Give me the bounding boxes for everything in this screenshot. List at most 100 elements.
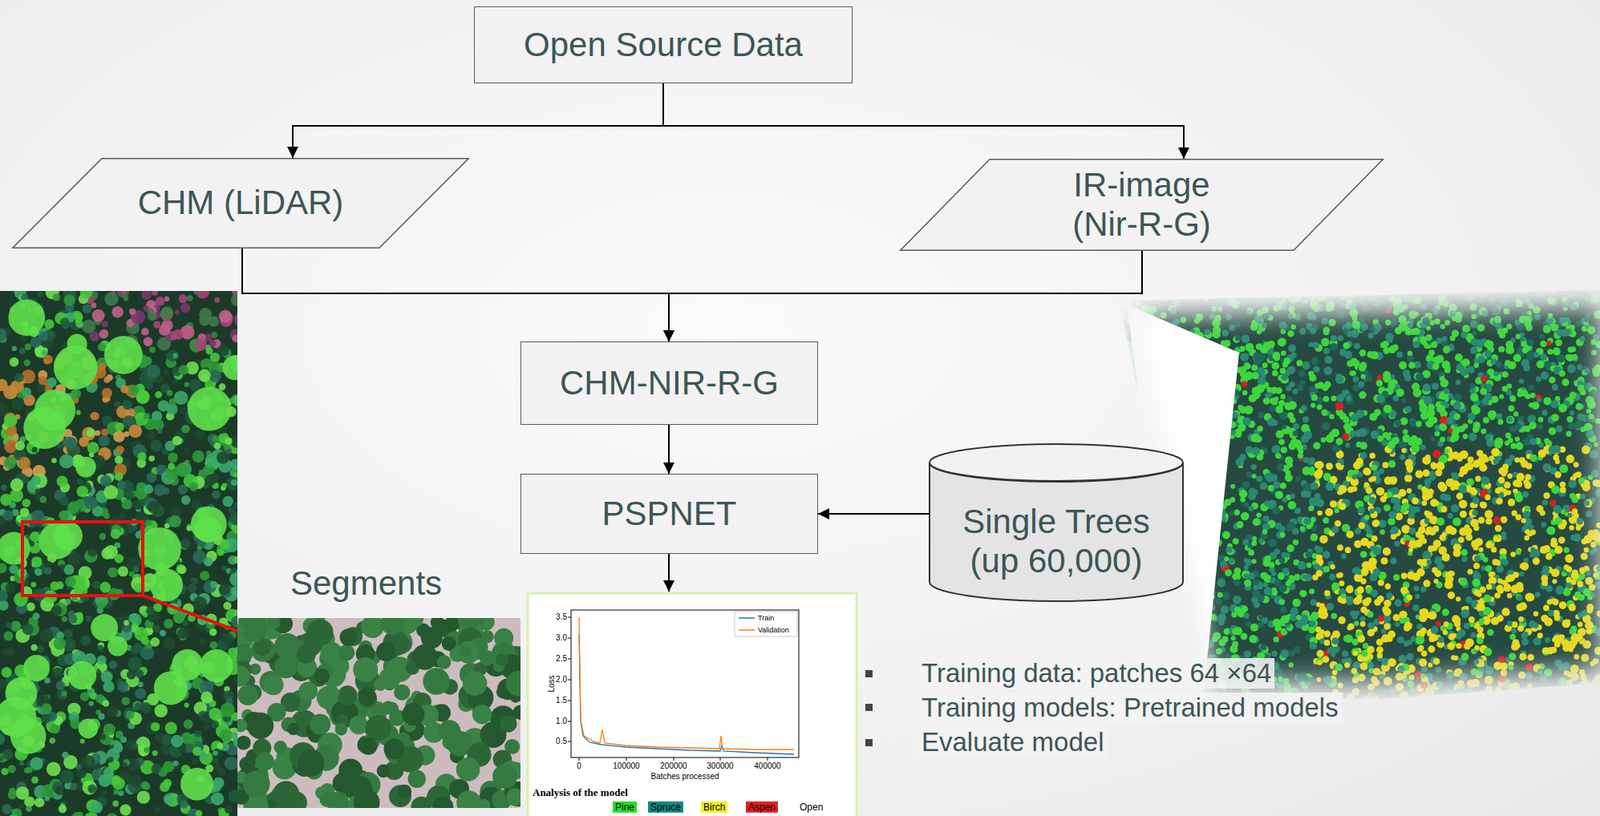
canopy-pixel [181,495,191,506]
canopy-pixel [111,775,121,785]
canopy-pixel [133,627,149,642]
canopy-pixel [167,462,175,470]
tree-crown [1555,339,1563,347]
canopy-pixel [151,291,158,296]
tree-crown [1243,502,1250,509]
canopy-pixel [6,648,16,657]
zoom-box [22,522,143,596]
canopy-pixel [100,475,113,488]
canopy-pixel [127,656,142,672]
tree-crown [1280,482,1287,490]
image-ground [1114,284,1600,702]
canopy-pixel [30,582,37,588]
canopy-pixel [61,616,68,623]
canopy-pixel [161,320,173,332]
tree-crown [1258,299,1266,308]
image-ground [237,618,521,809]
canopy-pixel [137,790,150,804]
tree-crown [1498,346,1505,353]
canopy-pixel [92,309,106,323]
tree-crown [1470,314,1477,320]
canopy-pixel [100,790,106,797]
canopy-pixel [30,475,41,486]
canopy-pixel [214,297,220,304]
canopy-pixel [68,661,98,691]
tree-crown [1510,551,1516,558]
canopy-pixel [121,498,133,510]
canopy-pixel [187,387,232,432]
tree-crown [1540,615,1549,624]
tree-crown [1322,517,1329,524]
tree-crown [1420,444,1426,450]
canopy-pixel [143,336,154,347]
canopy-pixel [52,668,64,680]
canopy-pixel [115,445,125,455]
segment-blob [267,618,281,630]
canopy-pixel [224,757,238,771]
canopy-pixel [151,764,163,775]
tree-crown [1119,332,1128,341]
segment-blob [513,704,521,720]
tree-crown [1496,565,1504,573]
canopy-pixel [172,379,179,385]
tree-crown [1473,563,1480,570]
canopy-pixel [89,700,94,706]
canopy-pixel [97,645,104,653]
canopy-pixel [64,629,73,639]
canopy-pixel [87,547,98,558]
canopy-pixel [134,669,144,679]
tree-crown [1462,556,1468,563]
tree-crown [1358,391,1367,400]
segment-blob [500,716,518,734]
canopy-pixel [153,320,161,329]
canopy-pixel [192,596,207,612]
canopy-pixel [143,413,150,420]
tree-crown [1589,690,1598,699]
canopy-pixel [214,442,222,450]
canopy-pixel [38,523,75,560]
canopy-pixel [56,581,65,590]
canopy-pixel [89,331,101,342]
canopy-pixel [76,478,83,485]
canopy-pixel [21,498,31,508]
canopy-pixel [76,410,82,416]
segment-blob [506,788,521,807]
canopy-pixel [102,700,110,708]
canopy-pixel [128,424,142,438]
canopy-pixel [0,485,7,491]
canopy-pixel [25,806,33,813]
canopy-pixel [199,649,233,683]
tree-crown [1134,606,1143,615]
canopy-pixel [113,430,125,442]
canopy-pixel [137,452,146,462]
canopy-pixel [178,627,190,640]
canopy-pixel [114,472,124,482]
tree-crown [1122,633,1129,640]
canopy-pixel [97,656,107,666]
canopy-pixel [71,812,84,816]
canopy-pixel [63,294,76,307]
segment-blob [457,641,480,665]
canopy-pixel [154,391,163,399]
canopy-pixel [111,306,123,318]
canopy-pixel [84,496,98,510]
canopy-pixel [199,751,214,766]
canopy-pixel [59,496,69,507]
canopy-pixel [9,502,17,509]
canopy-pixel [0,328,7,341]
canopy-pixel [204,474,216,487]
canopy-pixel [87,785,97,794]
canopy-pixel [219,729,233,742]
canopy-pixel [15,441,25,451]
canopy-pixel [180,768,214,802]
canopy-pixel [24,344,32,351]
canopy-pixel [52,293,61,301]
canopy-pixel [212,750,218,756]
canopy-pixel [112,801,119,808]
canopy-pixel [126,740,138,752]
canopy-pixel [153,419,165,431]
canopy-pixel [192,746,203,757]
segment-blob [327,791,349,809]
canopy-pixel [234,501,238,510]
canopy-pixel [34,568,43,577]
